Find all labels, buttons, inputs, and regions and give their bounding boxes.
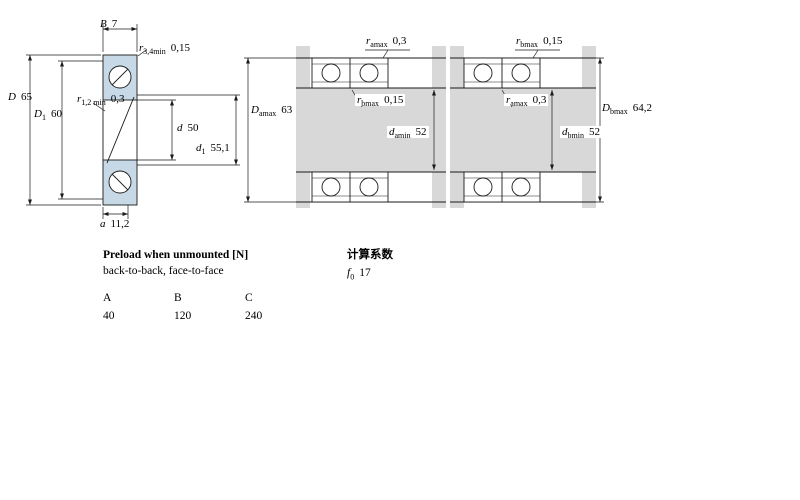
dim-value: 0,3 xyxy=(532,94,547,106)
dim-d: d 50 xyxy=(177,122,199,134)
ball xyxy=(359,63,379,83)
dim-subscript: bmin xyxy=(567,131,584,141)
dim-value: 0,15 xyxy=(543,35,563,47)
ball xyxy=(321,63,341,83)
dim-subscript: amax xyxy=(370,40,388,50)
single-bearing-cross-section xyxy=(102,54,138,206)
dim-r12: r1,2 min 0,3 xyxy=(77,93,125,108)
dim-value: 52 xyxy=(588,126,600,138)
dim-value: 55,1 xyxy=(210,142,230,154)
dim-rb-max-mid: rbmax 0,15 xyxy=(355,94,406,109)
ball xyxy=(511,177,531,197)
ball xyxy=(359,177,379,197)
ball xyxy=(511,63,531,83)
dim-value: 0,15 xyxy=(384,94,404,106)
ball xyxy=(321,177,341,197)
dim-Db-max: Dbmax 64,2 xyxy=(602,102,652,117)
preload-table-header: B xyxy=(174,292,182,304)
dim-symbol: D xyxy=(8,91,16,103)
dim-subscript: amax xyxy=(258,109,277,119)
dim-value: 65 xyxy=(20,91,32,103)
calculation-factors-title: 计算系数 xyxy=(347,249,393,261)
dim-subscript: 1,2 min xyxy=(81,98,106,108)
dim-value: 52 xyxy=(415,126,427,138)
preload-table-value: 120 xyxy=(174,310,192,322)
dim-subscript: bmax xyxy=(361,99,380,109)
left-dimension-lines xyxy=(26,24,240,219)
preload-table-value: 240 xyxy=(245,310,263,322)
dim-value: 7 xyxy=(111,18,118,30)
dim-value: 50 xyxy=(187,122,199,134)
preload-table: A B C 40 120 240 xyxy=(103,292,316,328)
preload-table-value: 40 xyxy=(103,310,115,322)
dim-Da-max: Damax 63 xyxy=(251,104,293,119)
ball xyxy=(473,63,493,83)
dim-D1: D1 60 xyxy=(34,108,62,123)
preload-table-header: C xyxy=(245,292,253,304)
dim-symbol: B xyxy=(100,18,107,30)
dim-subscript: amax xyxy=(510,99,528,109)
dim-da-min: damin 52 xyxy=(387,126,429,141)
dim-subscript: amin xyxy=(394,131,411,141)
back-to-back-arrangement-diagram xyxy=(244,46,446,208)
preload-table-header: A xyxy=(103,292,112,304)
dim-D: D 65 xyxy=(8,91,32,103)
dim-symbol: r xyxy=(506,94,511,106)
preload-table-value-row: 40 120 240 xyxy=(103,310,316,328)
dim-symbol: r xyxy=(139,42,144,54)
dim-db-min: dbmin 52 xyxy=(560,126,602,141)
dim-value: 0,3 xyxy=(110,93,125,105)
dim-symbol: r xyxy=(366,35,371,47)
dim-d1: d1 55,1 xyxy=(196,142,230,157)
dim-a: a 11,2 xyxy=(100,218,129,230)
dim-subscript: 1 xyxy=(41,113,46,123)
f0-factor: f0 17 xyxy=(347,267,371,283)
dim-value: 11,2 xyxy=(110,218,130,230)
dim-symbol: d xyxy=(177,122,183,134)
ball xyxy=(473,177,493,197)
dim-value: 60 xyxy=(50,108,62,120)
dim-symbol: d xyxy=(389,126,395,138)
dim-subscript: 3,4min xyxy=(143,47,166,57)
dim-subscript: bmax xyxy=(520,40,539,50)
dim-ra-max-mid: ramax 0,3 xyxy=(504,94,549,109)
dim-value: 17 xyxy=(359,267,371,279)
preload-table-header-row: A B C xyxy=(103,292,316,310)
dim-symbol: D xyxy=(34,108,42,120)
dim-symbol: r xyxy=(516,35,521,47)
dim-symbol: r xyxy=(77,93,82,105)
dim-symbol: D xyxy=(251,104,259,116)
dim-subscript: 0 xyxy=(350,272,355,282)
dim-subscript: bmax xyxy=(609,107,628,117)
dim-symbol: r xyxy=(357,94,362,106)
dim-symbol: d xyxy=(196,142,202,154)
preload-title: Preload when unmounted [N] xyxy=(103,249,249,261)
dim-subscript: 1 xyxy=(201,147,206,157)
dim-value: 0,15 xyxy=(170,42,190,54)
dim-r34: r3,4min 0,15 xyxy=(139,42,190,57)
dim-rb-max-top: rbmax 0,15 xyxy=(516,35,563,50)
dim-symbol: f xyxy=(347,267,351,279)
dim-symbol: D xyxy=(602,102,610,114)
dim-value: 0,3 xyxy=(392,35,407,47)
dim-value: 64,2 xyxy=(632,102,652,114)
preload-subtitle: back-to-back, face-to-face xyxy=(103,265,224,277)
dim-ra-max-top: ramax 0,3 xyxy=(366,35,407,50)
dim-symbol: a xyxy=(100,218,106,230)
contact-angle-line xyxy=(106,96,135,164)
dim-symbol: d xyxy=(562,126,568,138)
dim-value: 63 xyxy=(281,104,293,116)
